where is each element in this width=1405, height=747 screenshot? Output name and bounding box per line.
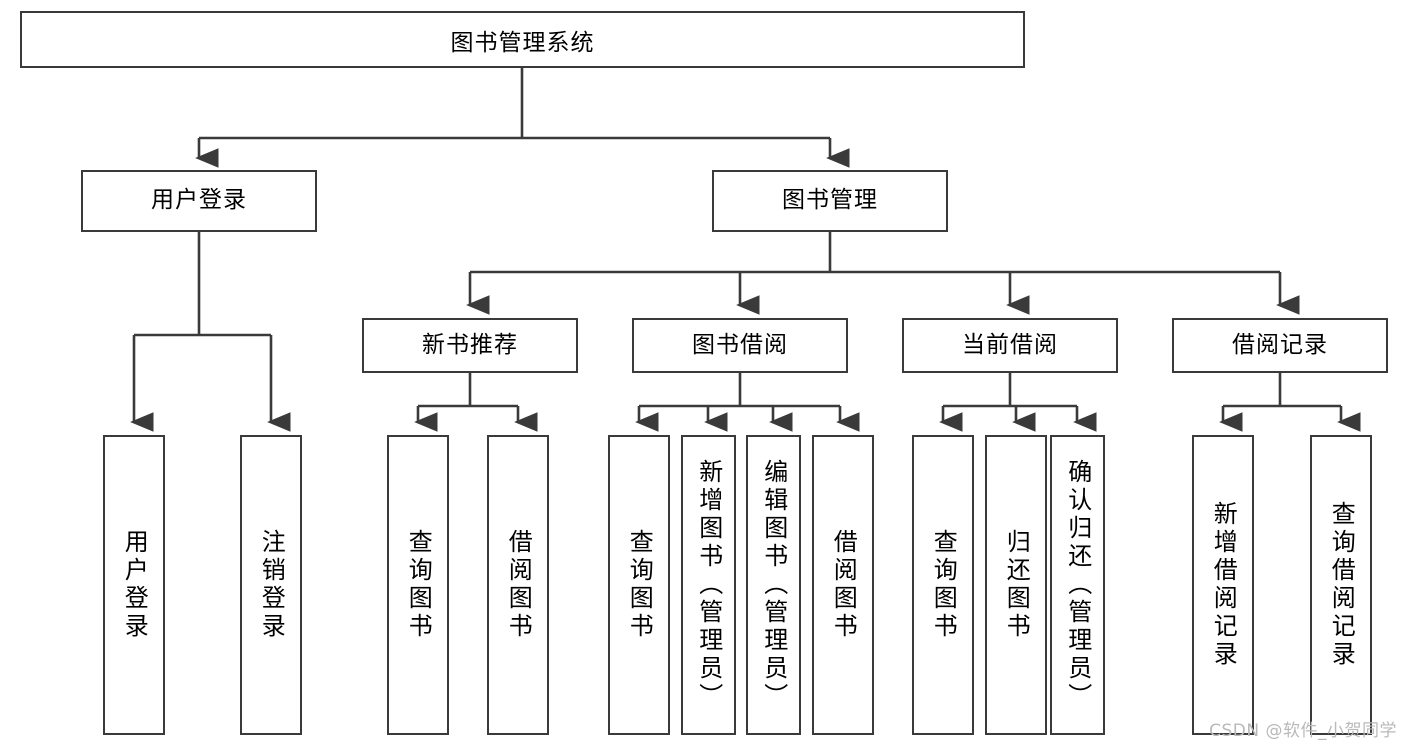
leaf-borrow-book-2[interactable]: 借阅图书 xyxy=(812,435,874,735)
node-user-login[interactable]: 用户登录 xyxy=(81,170,317,232)
node-book-manage-label: 图书管理 xyxy=(782,187,878,214)
leaf-add-borrow-record-label: 新增借阅记录 xyxy=(1209,501,1238,669)
leaf-edit-book-admin-label: 编辑图书（管理员） xyxy=(759,459,788,711)
leaf-query-book-1-label: 查询图书 xyxy=(404,529,433,641)
leaf-user-login[interactable]: 用户登录 xyxy=(103,435,165,735)
node-new-book-recommend-label: 新书推荐 xyxy=(422,331,518,358)
leaf-edit-book-admin[interactable]: 编辑图书（管理员） xyxy=(746,435,801,735)
leaf-borrow-book-1[interactable]: 借阅图书 xyxy=(487,435,549,735)
node-borrow-record[interactable]: 借阅记录 xyxy=(1172,318,1388,373)
node-root[interactable]: 图书管理系统 xyxy=(20,11,1025,68)
leaf-query-book-3-label: 查询图书 xyxy=(929,529,958,641)
node-book-borrow[interactable]: 图书借阅 xyxy=(632,318,848,373)
leaf-query-book-2-label: 查询图书 xyxy=(625,529,654,641)
leaf-user-login-label: 用户登录 xyxy=(120,529,149,641)
leaf-query-book-1[interactable]: 查询图书 xyxy=(387,435,449,735)
leaf-borrow-book-2-label: 借阅图书 xyxy=(829,529,858,641)
node-user-login-label: 用户登录 xyxy=(151,187,247,214)
node-current-borrow-label: 当前借阅 xyxy=(962,331,1058,358)
node-book-borrow-label: 图书借阅 xyxy=(692,331,788,358)
leaf-add-book-admin[interactable]: 新增图书（管理员） xyxy=(681,435,736,735)
leaf-query-borrow-record[interactable]: 查询借阅记录 xyxy=(1310,435,1372,735)
leaf-query-book-2[interactable]: 查询图书 xyxy=(608,435,670,735)
leaf-add-book-admin-label: 新增图书（管理员） xyxy=(694,459,723,711)
node-current-borrow[interactable]: 当前借阅 xyxy=(902,318,1118,373)
node-book-manage[interactable]: 图书管理 xyxy=(712,170,948,232)
leaf-confirm-return-admin-label: 确认归还（管理员） xyxy=(1063,459,1092,711)
node-root-label: 图书管理系统 xyxy=(450,29,595,56)
leaf-confirm-return-admin[interactable]: 确认归还（管理员） xyxy=(1050,435,1105,735)
leaf-return-book-label: 归还图书 xyxy=(1002,529,1031,641)
leaf-return-book[interactable]: 归还图书 xyxy=(985,435,1047,735)
leaf-user-logout[interactable]: 注销登录 xyxy=(240,435,302,735)
leaf-query-borrow-record-label: 查询借阅记录 xyxy=(1327,501,1356,669)
leaf-borrow-book-1-label: 借阅图书 xyxy=(504,529,533,641)
leaf-query-book-3[interactable]: 查询图书 xyxy=(912,435,974,735)
node-new-book-recommend[interactable]: 新书推荐 xyxy=(362,318,578,373)
leaf-user-logout-label: 注销登录 xyxy=(257,529,286,641)
leaf-add-borrow-record[interactable]: 新增借阅记录 xyxy=(1192,435,1254,735)
node-borrow-record-label: 借阅记录 xyxy=(1232,331,1328,358)
csdn-watermark: CSDN @软件_小贺同学 xyxy=(1209,721,1397,741)
